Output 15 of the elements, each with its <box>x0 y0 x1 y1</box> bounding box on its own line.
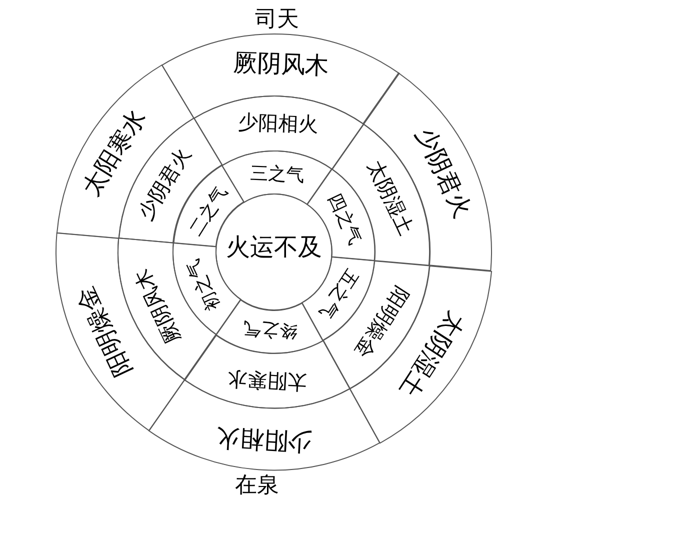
outer-ring-segment <box>362 72 493 272</box>
qi-stage-label: 初之气 <box>184 256 223 314</box>
outer-ring-label: 少阳相火 <box>216 424 313 454</box>
qi-stage-label: 五之气 <box>317 266 362 322</box>
middle-ring-label: 太阳寒水 <box>226 368 308 392</box>
outer-ring-segment <box>55 232 186 432</box>
qi-stage-label: 二之气 <box>186 183 230 238</box>
qi-stage-label: 四之气 <box>325 190 364 248</box>
segment-caption: 司天 <box>255 8 300 30</box>
outer-ring-label: 厥阴风木 <box>232 51 329 79</box>
segment-caption: 在泉 <box>234 474 279 496</box>
qi-stage-label: 终之气 <box>242 319 298 340</box>
middle-ring-label: 少阳相火 <box>238 112 319 136</box>
center-label: 火运不及 <box>226 236 322 260</box>
qi-stage-label: 三之气 <box>249 164 304 184</box>
